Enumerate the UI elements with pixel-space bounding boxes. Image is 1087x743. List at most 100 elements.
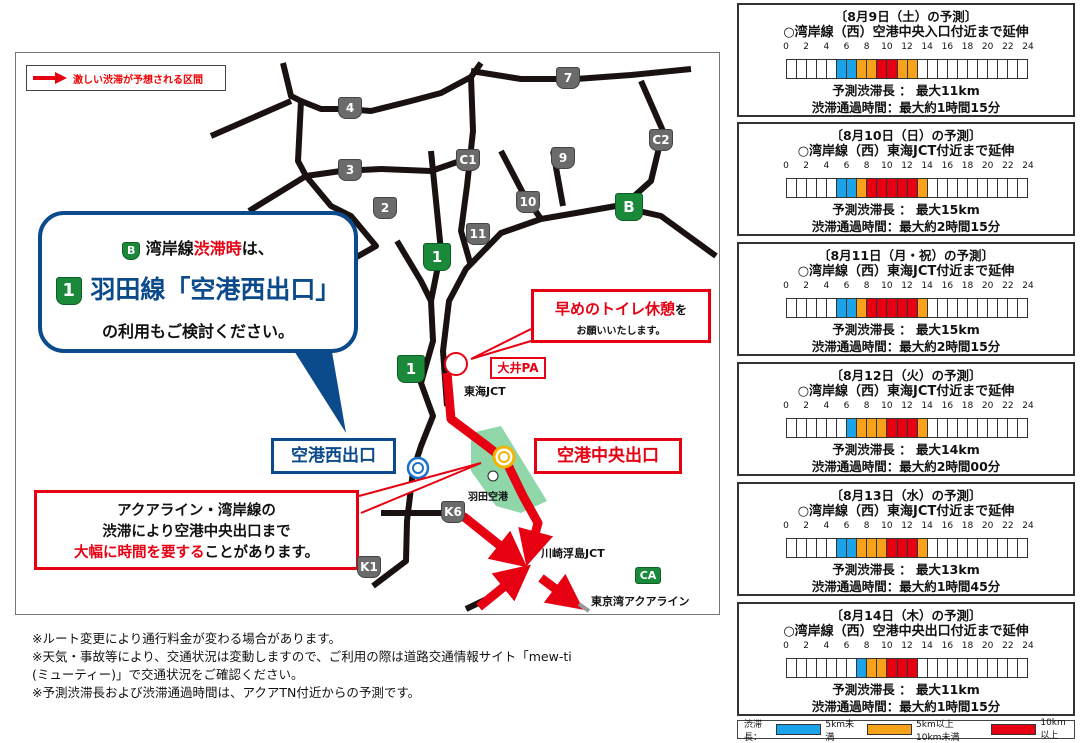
hour-label: 6 xyxy=(843,281,850,291)
hour-label: 8 xyxy=(863,42,870,52)
hour-label: 6 xyxy=(843,42,850,52)
hour-cell xyxy=(867,299,878,317)
hour-cell xyxy=(787,659,798,677)
hour-cell xyxy=(887,299,898,317)
hour-cell xyxy=(997,299,1009,317)
hour-cell xyxy=(957,179,968,197)
hour-cell xyxy=(907,419,918,437)
max-length: 予測渋滞長 ： 最大14km xyxy=(832,442,980,457)
hour-cell xyxy=(867,539,878,557)
airport-west-exit-marker xyxy=(406,456,430,480)
hour-label: 8 xyxy=(863,641,870,651)
hour-cell xyxy=(937,179,948,197)
hour-cell xyxy=(997,179,1009,197)
hour-cell xyxy=(857,179,868,197)
hour-cell xyxy=(887,419,898,437)
hour-label: 0 xyxy=(783,42,789,52)
hour-label: 24 xyxy=(1022,521,1034,531)
hour-cell xyxy=(847,539,858,557)
hour-cell xyxy=(867,60,878,78)
hour-label: 18 xyxy=(961,281,974,291)
hour-cell xyxy=(927,659,938,677)
hour-cell xyxy=(937,539,948,557)
hour-cell xyxy=(877,179,888,197)
hour-label: 20 xyxy=(981,641,994,651)
hourly-congestion-bar xyxy=(786,538,1028,558)
hour-cell xyxy=(1018,60,1028,78)
hour-cell xyxy=(847,60,858,78)
hour-label: 16 xyxy=(941,641,954,651)
hour-cell xyxy=(947,659,958,677)
hour-cell xyxy=(837,179,848,197)
hour-label: 12 xyxy=(901,521,913,531)
forecast-date: 〔8月11日（月・祝）の予測〕 xyxy=(817,248,995,263)
hour-label: 14 xyxy=(921,161,933,171)
hour-cell xyxy=(917,179,928,197)
max-length: 予測渋滞長 ： 最大11km xyxy=(832,682,980,697)
hour-label: 0 xyxy=(783,641,789,651)
forecast-date: 〔8月13日（水）の予測〕 xyxy=(830,488,982,503)
hour-cell xyxy=(887,659,898,677)
hour-label: 10 xyxy=(881,281,893,291)
hour-label: 14 xyxy=(921,281,933,291)
bayshore-route-b-badge: B xyxy=(122,242,141,260)
hour-cell xyxy=(907,179,918,197)
hour-cell xyxy=(897,179,908,197)
hour-cell xyxy=(987,60,998,78)
route-map: 激しい渋滞が予想される区間 B 湾岸線渋滞時は、 1 羽田線「空港西出口」 の利… xyxy=(15,52,720,615)
hour-cell xyxy=(817,299,828,317)
hour-label: 18 xyxy=(961,641,974,651)
hour-label: 10 xyxy=(881,161,893,171)
hour-cell xyxy=(997,539,1009,557)
bubble-pointer xyxy=(291,346,346,433)
hour-cell xyxy=(917,299,928,317)
hour-cell xyxy=(807,179,818,197)
hour-cell xyxy=(977,299,988,317)
hour-label: 24 xyxy=(1022,401,1034,411)
hour-cell xyxy=(827,299,838,317)
hour-label: 24 xyxy=(1022,42,1034,52)
max-length: 予測渋滞長 ： 最大15km xyxy=(832,322,980,337)
hour-cell xyxy=(877,659,888,677)
hour-cell xyxy=(947,60,958,78)
hour-cell xyxy=(907,60,918,78)
hour-cell xyxy=(787,60,798,78)
forecast-extent: ○湾岸線（西）空港中央出口付近まで延伸 xyxy=(783,624,1029,639)
hour-label: 2 xyxy=(803,401,810,411)
hour-label: 12 xyxy=(901,641,913,651)
hour-label: 12 xyxy=(901,281,913,291)
hour-label: 22 xyxy=(1002,42,1014,52)
forecast-extent: ○湾岸線（西）空港中央入口付近まで延伸 xyxy=(783,25,1029,40)
hour-label: 16 xyxy=(941,42,954,52)
hour-cell xyxy=(987,299,998,317)
red-arrow-icon xyxy=(33,72,67,84)
delay-warning-callout: アクアライン・湾岸線の 渋滞により空港中央出口まで 大幅に時間を要することがあり… xyxy=(34,490,359,570)
hour-cell xyxy=(957,659,968,677)
hour-cell xyxy=(807,539,818,557)
hour-cell xyxy=(967,539,978,557)
hour-cell xyxy=(797,299,808,317)
hour-cell xyxy=(917,419,928,437)
hour-cell xyxy=(797,60,808,78)
hour-cell xyxy=(997,659,1009,677)
hour-cell xyxy=(887,179,898,197)
kawasaki-ukishima-jct-label: 川崎浮島JCT xyxy=(541,547,605,560)
hour-cell xyxy=(957,299,968,317)
hour-cell xyxy=(817,419,828,437)
hour-label: 16 xyxy=(941,161,954,171)
hour-label: 6 xyxy=(843,161,850,171)
hour-label: 24 xyxy=(1022,161,1034,171)
hour-label: 18 xyxy=(961,521,974,531)
hour-cell xyxy=(977,659,988,677)
hour-cell xyxy=(947,299,958,317)
airport-central-exit-marker xyxy=(492,445,516,469)
hour-cell xyxy=(837,60,848,78)
haneda-route-1-badge: 1 xyxy=(55,277,82,305)
hour-cell xyxy=(957,539,968,557)
